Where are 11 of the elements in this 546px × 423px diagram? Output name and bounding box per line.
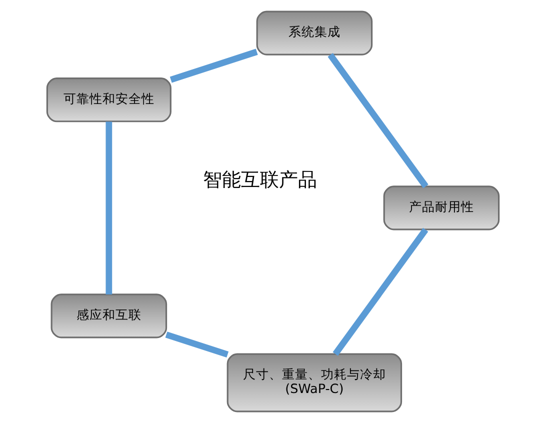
node-box: 产品耐用性 (383, 186, 500, 230)
node-box: 系统集成 (256, 10, 373, 56)
connector (170, 48, 258, 83)
connector (106, 122, 112, 294)
connector (332, 228, 428, 356)
node-box: 尺寸、重量、功耗与冷却 (SWaP-C) (226, 353, 402, 412)
connector (328, 53, 428, 188)
label: 智能互联产品 (203, 168, 318, 191)
connector (165, 332, 229, 358)
node-box: 可靠性和安全性 (46, 78, 172, 122)
node-box: 感应和互联 (50, 294, 168, 338)
